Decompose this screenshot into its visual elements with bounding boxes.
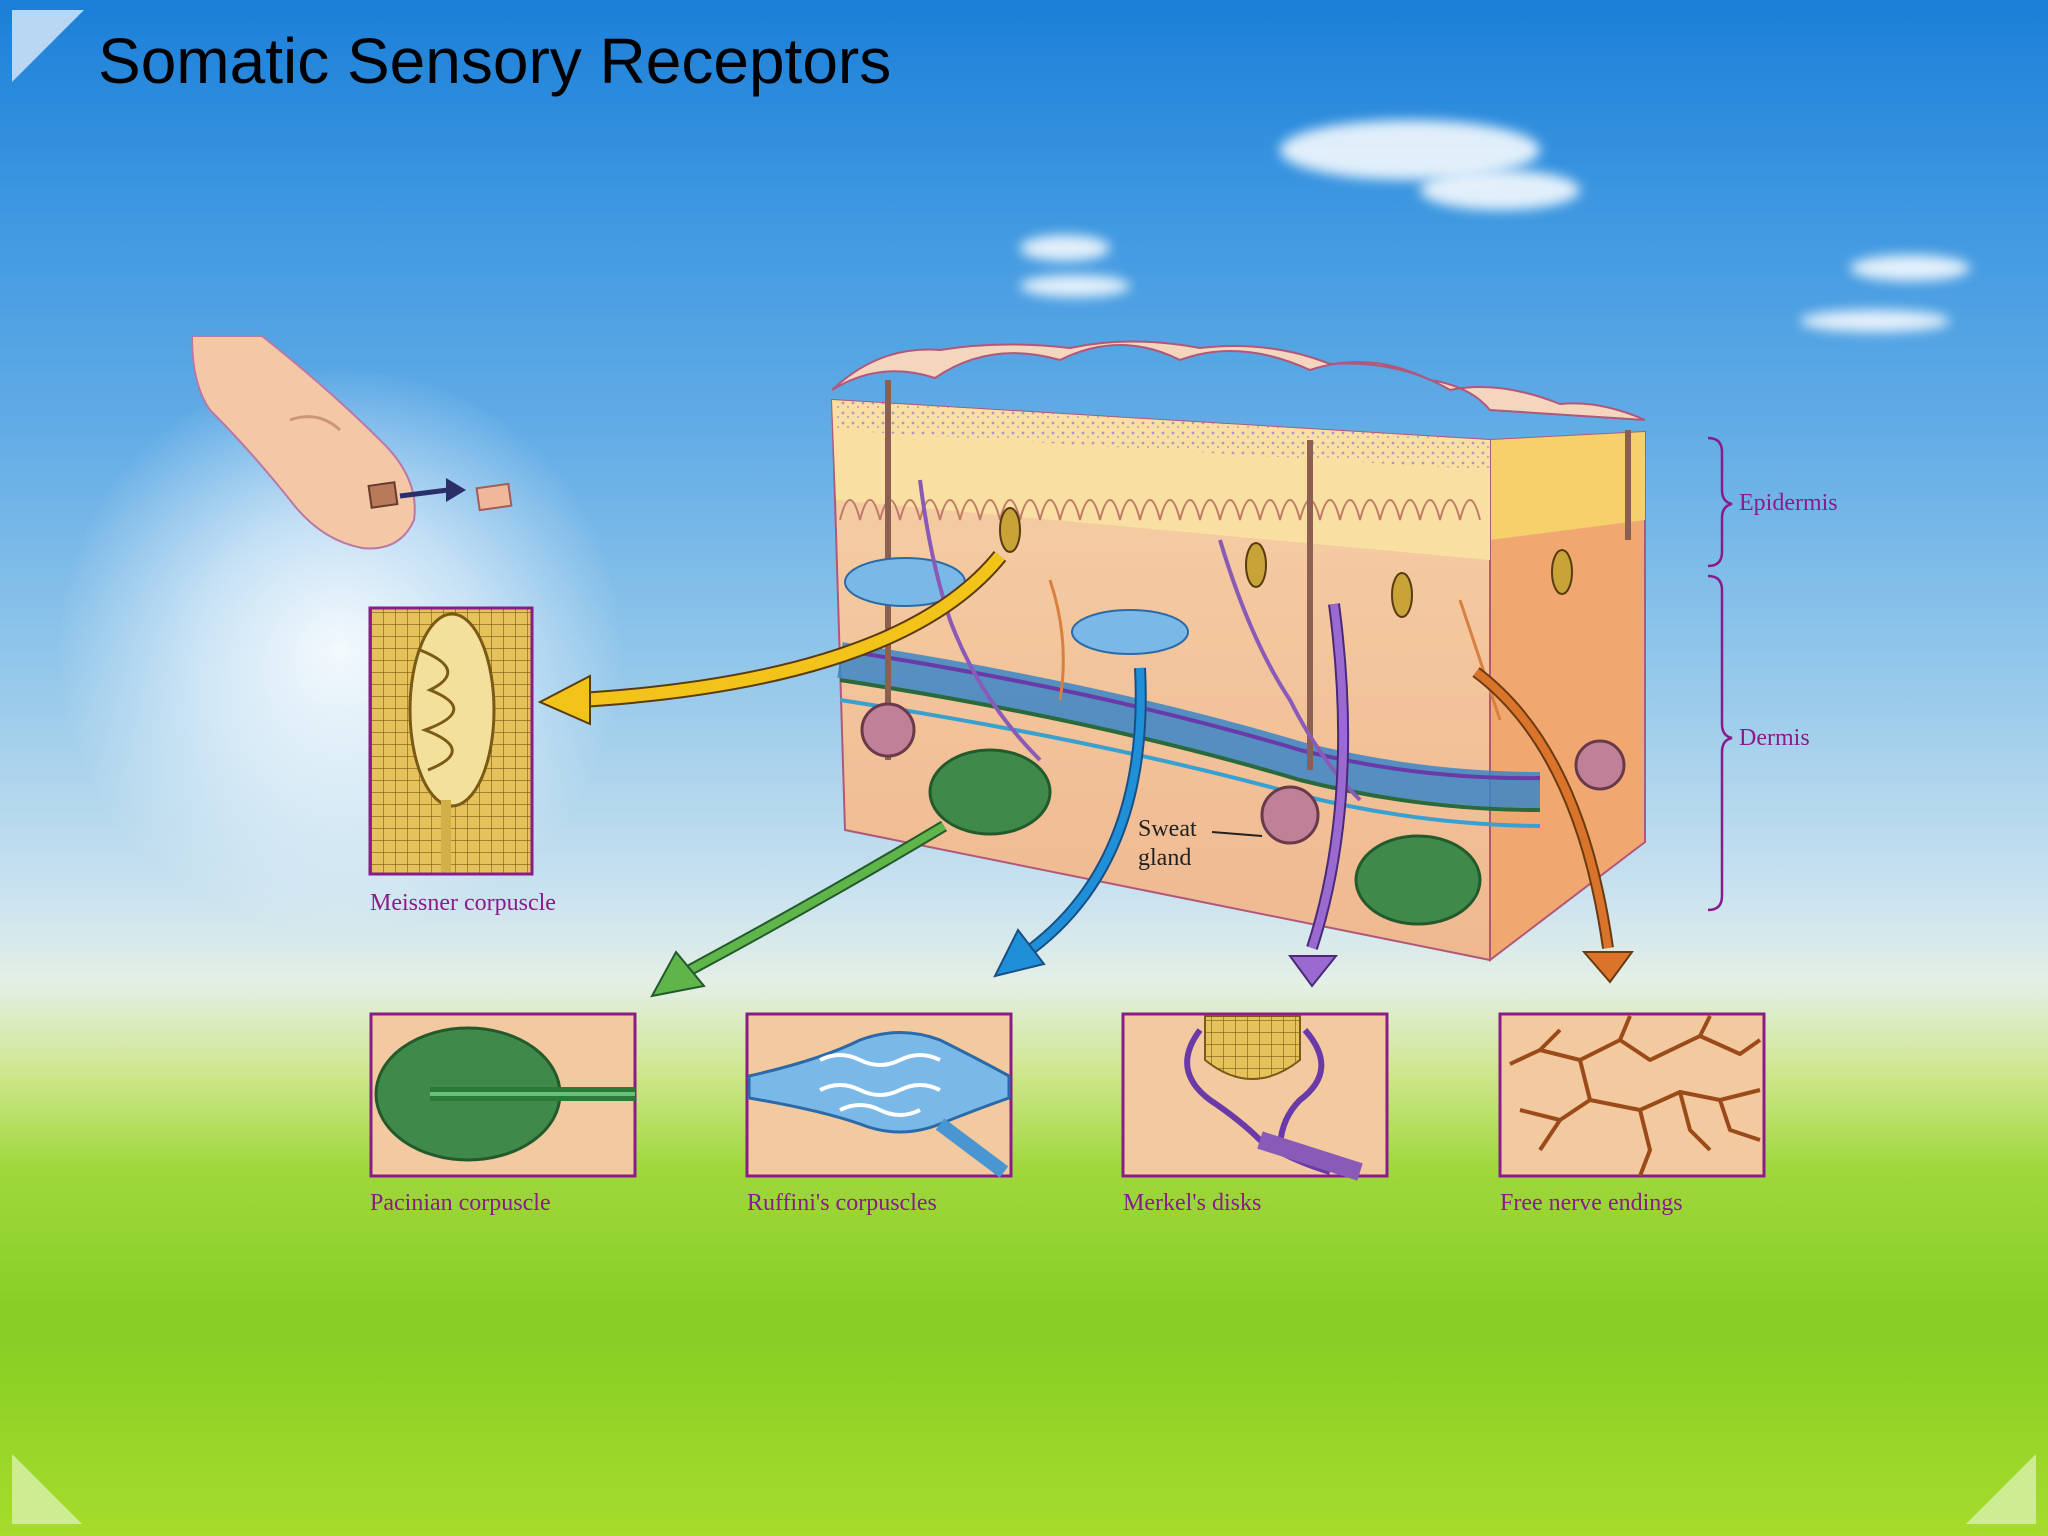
merkels-disks-label: Merkel's disks <box>1123 1190 1262 1216</box>
skin-block <box>830 340 1646 963</box>
cloud <box>1420 170 1580 210</box>
ruffini-corpuscles-label: Ruffini's corpuscles <box>747 1190 937 1216</box>
pacinian-corpuscle-label: Pacinian corpuscle <box>370 1190 551 1216</box>
free-nerve-endings-label: Free nerve endings <box>1500 1190 1683 1216</box>
cloud <box>1800 310 1950 332</box>
cloud <box>1020 275 1130 297</box>
meissner-corpuscle-label: Meissner corpuscle <box>370 890 556 916</box>
meissner-corpuscle-inset <box>368 606 534 876</box>
finger-illustration <box>190 335 513 550</box>
corner-triangle-bottom-left <box>12 1454 82 1524</box>
ruffini-corpuscles-inset <box>745 1012 1013 1178</box>
cloud <box>1850 255 1970 281</box>
corner-triangle-top-left <box>12 10 84 82</box>
merkels-disks-inset <box>1121 1012 1389 1181</box>
epidermis-label: Epidermis <box>1739 490 1838 516</box>
cloud <box>1020 235 1110 261</box>
layer-braces <box>1707 436 1733 912</box>
slide-title: Somatic Sensory Receptors <box>98 25 892 97</box>
pointer-arrows <box>537 550 1634 998</box>
corner-triangle-bottom-right <box>1966 1454 2036 1524</box>
free-nerve-endings-inset <box>1498 1012 1766 1178</box>
dermis-label: Dermis <box>1739 725 1810 751</box>
pacinian-corpuscle-inset <box>369 1012 637 1178</box>
sweat-gland-label: Sweat gland <box>1138 816 1197 871</box>
